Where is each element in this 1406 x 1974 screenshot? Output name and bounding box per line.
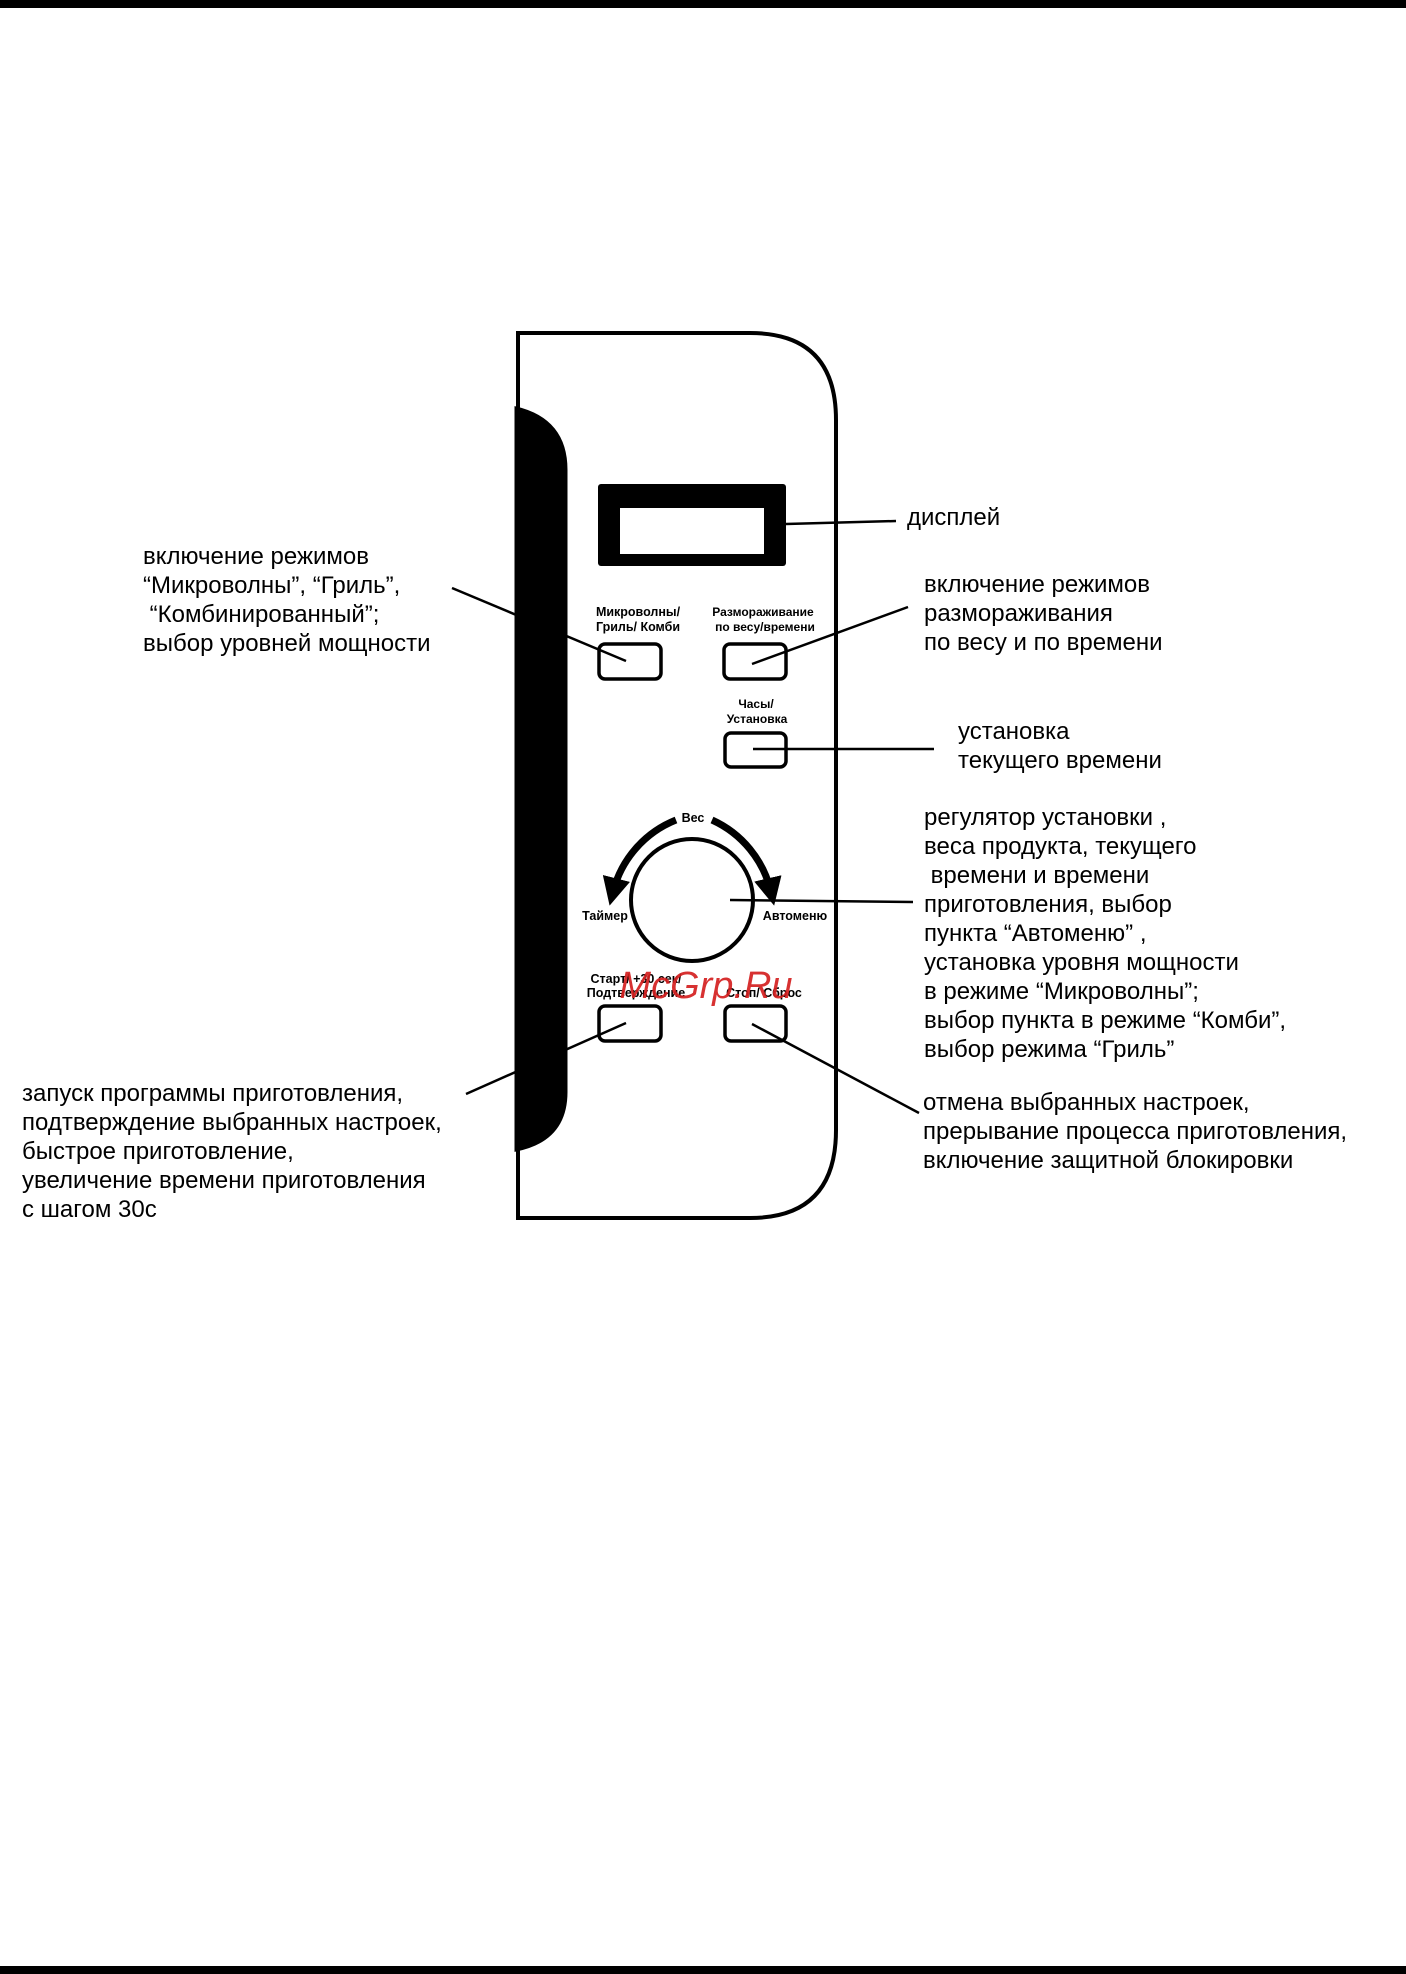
watermark-text: McGrp.Ru (619, 965, 792, 1007)
leader-defrost (751, 605, 909, 666)
dial-automenu-label: Автоменю (763, 909, 828, 923)
button-microwave[interactable] (597, 642, 663, 681)
callout-start: запуск программы приготовления, подтверж… (22, 1080, 442, 1223)
top-border-bar (0, 0, 1406, 8)
leader-dial (729, 898, 914, 904)
dial-arrow-left (602, 816, 678, 906)
button-clock-label-1: Часы/ (738, 697, 774, 711)
button-stop[interactable] (723, 1004, 788, 1043)
button-start-label-1: Старт/ +30 сек/ (591, 972, 682, 986)
callout-defrost: включение режимов размораживания по весу… (924, 571, 1163, 656)
button-microwave-label-2: Гриль/ Комби (596, 620, 680, 634)
leader-start (465, 1021, 627, 1096)
callout-microwave: включение режимов “Микроволны”, “Гриль”,… (143, 543, 431, 657)
callout-clock: установка текущего времени (958, 718, 1162, 774)
panel-left-strip (514, 406, 568, 1152)
button-start[interactable] (597, 1004, 663, 1043)
button-stop-label: Стоп/ Сброс (726, 986, 802, 1000)
leader-stop (751, 1022, 920, 1115)
leader-display (785, 519, 897, 526)
button-defrost-label-1: Размораживание (712, 605, 814, 619)
callout-stop: отмена выбранных настроек, прерывание пр… (923, 1089, 1348, 1174)
leader-microwave (451, 586, 627, 663)
display-screen (620, 508, 764, 554)
button-clock-label-2: Установка (727, 712, 788, 726)
button-defrost-label-2: по весу/времени (715, 620, 815, 634)
bottom-border-bar (0, 1966, 1406, 1974)
dial-weight-label: Вес (682, 811, 705, 825)
button-microwave-label-1: Микроволны/ (596, 605, 681, 619)
callout-dial: регулятор установки , веса продукта, тек… (924, 804, 1287, 1063)
callout-display: дисплей (907, 504, 1001, 531)
button-start-label-2: Подтверждение (587, 986, 685, 1000)
dial-timer-label: Таймер (582, 909, 628, 923)
dial-arrow-right (710, 816, 782, 906)
button-defrost[interactable] (722, 642, 788, 681)
